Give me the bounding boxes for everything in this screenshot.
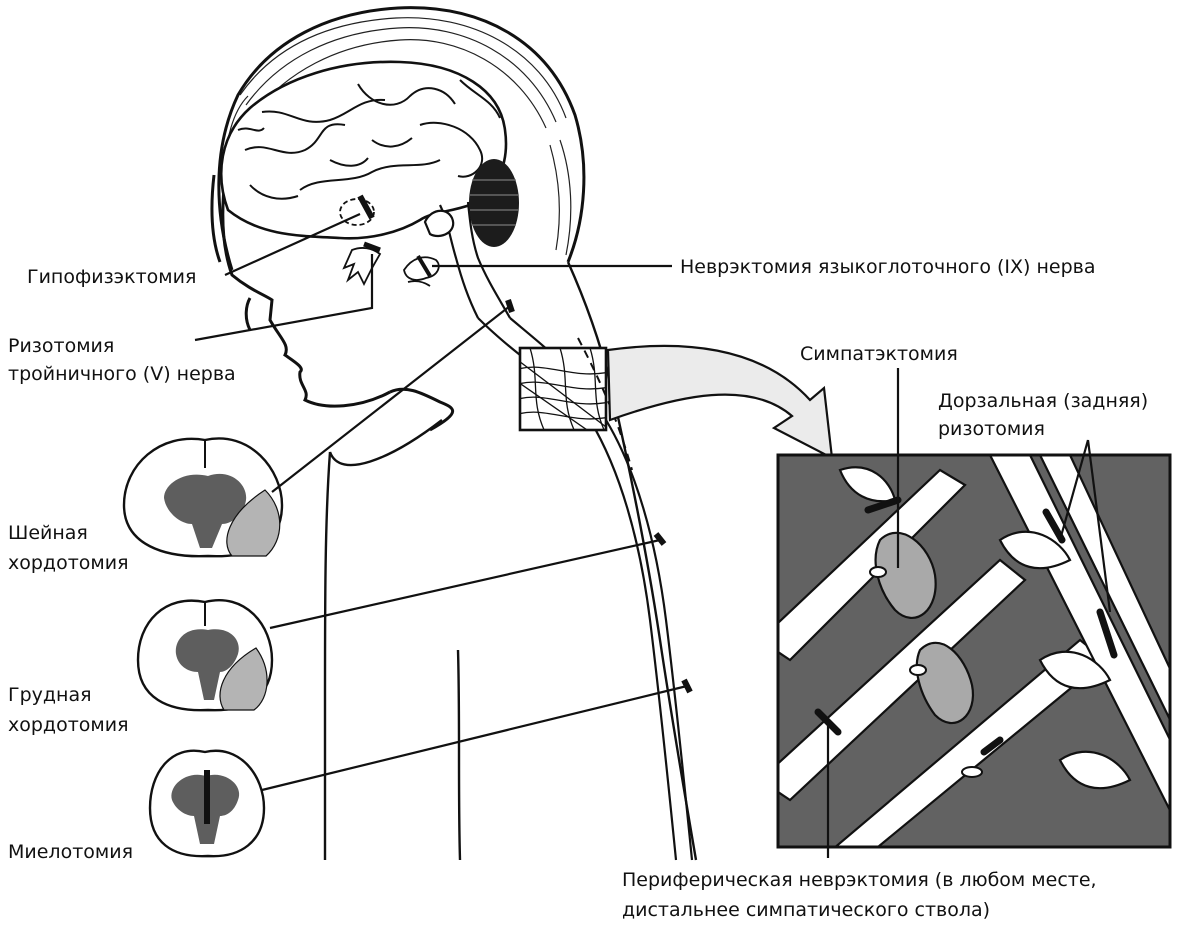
lumbar-cross-section [150, 751, 264, 856]
label-hypophysectomy: Гипофизэктомия [27, 265, 196, 290]
label-cervical-line2: хордотомия [8, 548, 129, 578]
label-trigeminal-line2: тройничного (V) нерва [8, 360, 236, 388]
label-peripheral-line1: Периферическая неврэктомия (в любом мест… [622, 865, 1097, 895]
label-thoracic-line1: Грудная [8, 680, 129, 710]
zoom-arrow [608, 346, 832, 458]
cerebellum [469, 159, 519, 247]
label-sympathectomy: Симпатэктомия [800, 342, 958, 367]
label-cervical-line1: Шейная [8, 518, 129, 548]
label-trigeminal-line1: Ризотомия [8, 332, 236, 360]
thoracic-cross-section [138, 600, 272, 710]
label-dorsal-rhizotomy: Дорзальная (задняя) ризотомия [938, 387, 1148, 443]
label-dorsal-line2: ризотомия [938, 415, 1148, 443]
thoracic-cord-cut-mark [656, 534, 664, 544]
label-myelotomy: Миелотомия [8, 840, 133, 865]
label-trigeminal-rhizotomy: Ризотомия тройничного (V) нерва [8, 332, 236, 388]
label-dorsal-line1: Дорзальная (задняя) [938, 387, 1148, 415]
label-peripheral-neurectomy: Периферическая неврэктомия (в любом мест… [622, 865, 1097, 925]
trigeminal-ganglion [344, 248, 380, 284]
label-thoracic-cordotomy: Грудная хордотомия [8, 680, 129, 740]
cervical-cross-section [124, 438, 282, 556]
label-cervical-cordotomy: Шейная хордотомия [8, 518, 129, 578]
label-glossopharyngeal-neurectomy: Неврэктомия языкоглоточного (IX) нерва [680, 255, 1095, 280]
label-thoracic-line2: хордотомия [8, 710, 129, 740]
label-peripheral-line2: дистальнее симпатического ствола) [622, 895, 1097, 925]
inset-anatomy [760, 455, 1180, 870]
